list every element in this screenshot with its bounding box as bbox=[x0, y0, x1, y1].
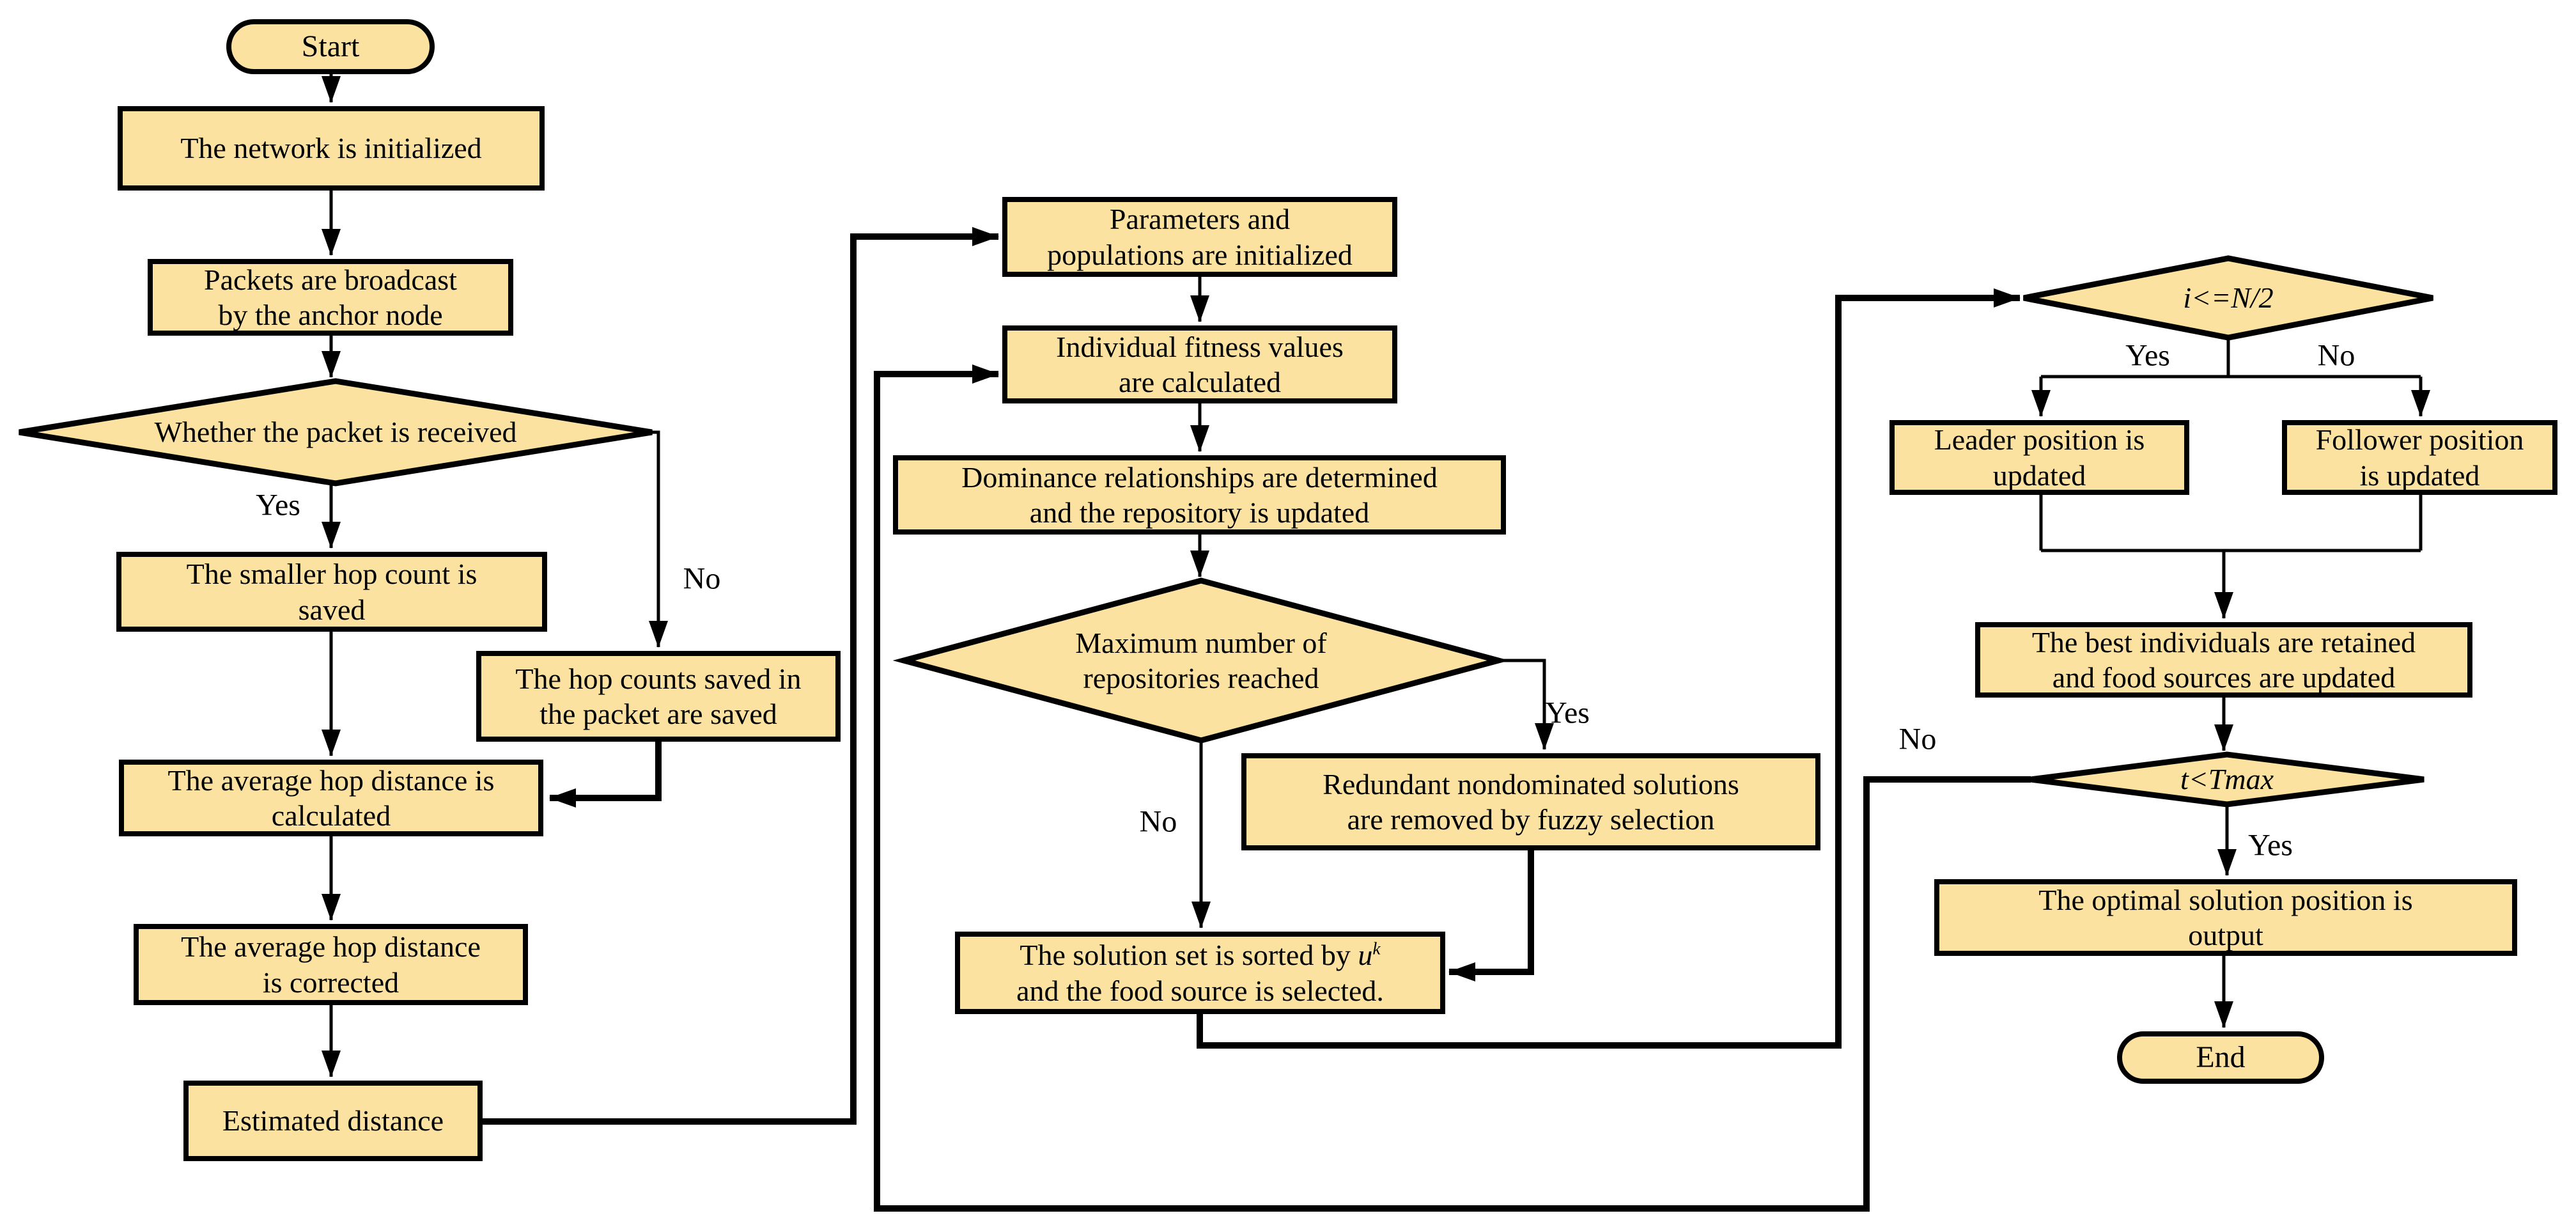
diamond-t-tmax bbox=[2030, 751, 2425, 808]
diamond-max-repositories bbox=[892, 577, 1510, 744]
branch-label-no-ttmax: No bbox=[1898, 722, 1937, 756]
node-label: are removed by fuzzy selection bbox=[1347, 803, 1715, 836]
node-avg-hop-calculated: The average hop distance is calculated bbox=[119, 760, 543, 836]
node-label: The smaller hop count is bbox=[186, 558, 477, 591]
node-best-retained: The best individuals are retained and fo… bbox=[1975, 622, 2472, 698]
node-solution-sorted: The solution set is sorted by uk and the… bbox=[955, 932, 1445, 1014]
node-hop-counts-saved: The hop counts saved in the packet are s… bbox=[476, 651, 841, 742]
diamond-max-repositories-label: Maximum number of repositories reached bbox=[968, 590, 1434, 731]
node-label: Leader position is bbox=[1934, 423, 2145, 457]
node-packets-broadcast: Packets are broadcast by the anchor node bbox=[148, 259, 513, 336]
node-fitness-calculated: Individual fitness values are calculated bbox=[1002, 325, 1397, 403]
node-label: saved bbox=[298, 593, 366, 626]
math-sup-k: k bbox=[1372, 938, 1381, 958]
branch-label-no-maxrepo: No bbox=[1139, 804, 1177, 839]
node-label: and the food source is selected. bbox=[1016, 974, 1384, 1007]
node-label: Estimated distance bbox=[222, 1104, 444, 1137]
node-label: Packets are broadcast bbox=[204, 263, 457, 296]
diamond-packet-received bbox=[19, 378, 653, 487]
edge-maxrepo-yes-redundant bbox=[1498, 659, 1554, 750]
node-label: is updated bbox=[2359, 458, 2480, 492]
node-label: are calculated bbox=[1118, 366, 1282, 398]
diamond-i-half-n-label: i<=N/2 bbox=[2088, 266, 2369, 330]
edge-whether-no-hopcounts bbox=[649, 430, 668, 648]
node-label: and the repository is updated bbox=[1029, 496, 1370, 529]
node-label: the packet are saved bbox=[539, 698, 777, 730]
node-label: The hop counts saved in bbox=[515, 662, 802, 695]
node-follower-updated: Follower position is updated bbox=[2282, 420, 2557, 495]
node-avg-hop-corrected: The average hop distance is corrected bbox=[134, 924, 528, 1005]
node-label: The network is initialized bbox=[180, 132, 482, 165]
node-label: The average hop distance is bbox=[167, 763, 495, 797]
node-end: End bbox=[2117, 1031, 2324, 1084]
node-label: i<=N/2 bbox=[2183, 281, 2274, 315]
diamond-i-half-n bbox=[2023, 255, 2433, 341]
node-estimated-distance: Estimated distance bbox=[183, 1081, 483, 1161]
node-label: populations are initialized bbox=[1047, 238, 1353, 271]
node-label: End bbox=[2196, 1040, 2246, 1075]
node-label: is corrected bbox=[262, 965, 400, 999]
node-smaller-hop-saved: The smaller hop count is saved bbox=[116, 552, 547, 632]
branch-label-yes-whether: Yes bbox=[256, 488, 300, 522]
node-label: The optimal solution position is bbox=[2038, 883, 2413, 916]
node-label: updated bbox=[1992, 458, 2086, 492]
node-start: Start bbox=[226, 19, 435, 74]
node-label: by the anchor node bbox=[218, 299, 443, 331]
node-dominance-repository: Dominance relationships are determined a… bbox=[893, 455, 1506, 535]
node-label: Start bbox=[301, 29, 360, 64]
math-u: u bbox=[1358, 939, 1373, 972]
node-redundant-removed: Redundant nondominated solutions are rem… bbox=[1241, 753, 1820, 850]
node-label: Individual fitness values bbox=[1056, 330, 1344, 363]
node-label: calculated bbox=[271, 799, 391, 832]
node-label: Parameters and bbox=[1109, 203, 1291, 236]
edge-redundant-solution bbox=[1448, 850, 1534, 981]
branch-label-yes-maxrepo: Yes bbox=[1545, 696, 1590, 730]
branch-label-yes-ttmax: Yes bbox=[2248, 828, 2293, 863]
diamond-packet-received-label: Whether the packet is received bbox=[51, 394, 620, 471]
node-label: The average hop distance bbox=[181, 930, 481, 964]
node-label: Maximum number of bbox=[1075, 626, 1327, 659]
node-label: The solution set is sorted by uk bbox=[1020, 938, 1381, 972]
node-label: Follower position bbox=[2315, 423, 2524, 457]
node-label: The best individuals are retained bbox=[2031, 625, 2416, 659]
node-label: and food sources are updated bbox=[2052, 661, 2396, 694]
node-optimal-output: The optimal solution position is output bbox=[1934, 879, 2517, 956]
node-label: repositories reached bbox=[1083, 662, 1319, 694]
node-label: Dominance relationships are determined bbox=[961, 460, 1438, 494]
node-parameters-initialized: Parameters and populations are initializ… bbox=[1002, 197, 1397, 277]
branch-label-yes-ihalf: Yes bbox=[2125, 338, 2170, 373]
node-label: t<Tmax bbox=[2180, 763, 2274, 796]
node-label: output bbox=[2188, 919, 2263, 951]
node-network-initialized: The network is initialized bbox=[118, 106, 545, 191]
edge-hopcounts-avgcalc bbox=[549, 742, 662, 808]
node-label: Whether the packet is received bbox=[154, 416, 517, 449]
edge-ttmax-no-fitness-loop bbox=[874, 364, 2031, 1212]
branch-label-no-whether: No bbox=[683, 561, 721, 596]
edge-estimated-params bbox=[483, 227, 999, 1125]
edge-solution-ihalf bbox=[1197, 288, 2021, 1049]
branch-label-no-ihalf: No bbox=[2317, 338, 2355, 373]
node-leader-updated: Leader position is updated bbox=[1889, 420, 2189, 495]
node-label: Redundant nondominated solutions bbox=[1323, 767, 1739, 801]
diamond-t-tmax-label: t<Tmax bbox=[2099, 757, 2355, 802]
